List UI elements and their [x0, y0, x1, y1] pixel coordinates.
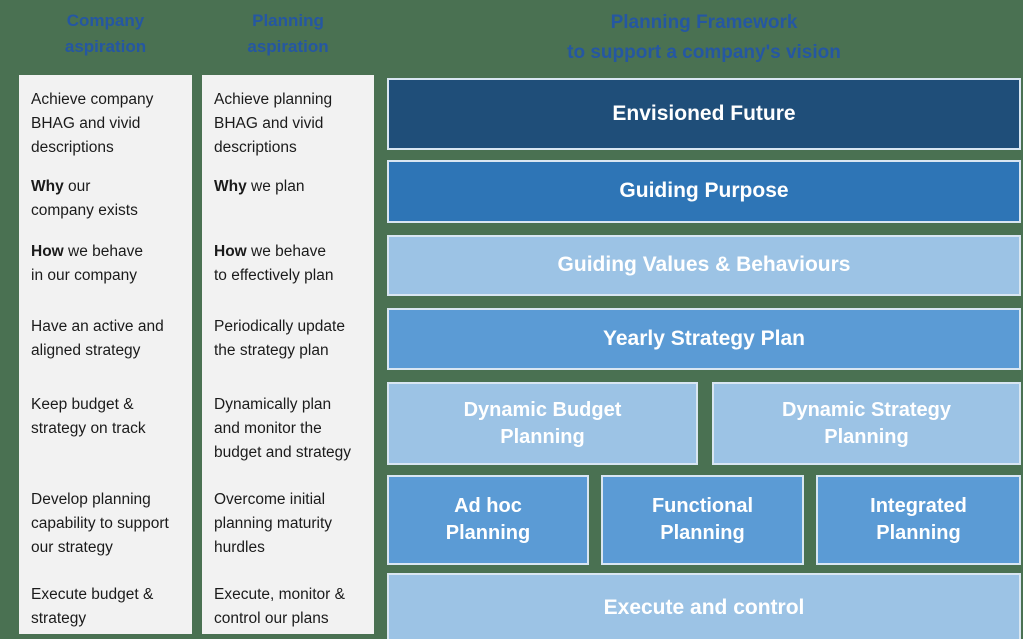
framework-box-execute-and-control: Execute and control — [387, 573, 1021, 639]
aspiration-item: Keep budget & strategy on track — [31, 396, 146, 437]
framework-box-functional-planning: Functional Planning — [601, 475, 804, 565]
planning-framework-heading: Planning Framework to support a company'… — [567, 12, 841, 64]
aspiration-item: Achieve planning BHAG and vivid descript… — [214, 91, 333, 156]
framework-box-dynamic-strategy-planning: Dynamic Strategy Planning — [712, 382, 1021, 465]
aspiration-item: Achieve company BHAG and vivid descripti… — [31, 91, 154, 156]
planning-aspiration-column: Achieve planning BHAG and vivid descript… — [202, 75, 374, 634]
item-emphasis: Why — [31, 178, 64, 195]
aspiration-item: Why we plan — [214, 178, 305, 195]
company-aspiration-column: Achieve company BHAG and vivid descripti… — [19, 75, 192, 634]
framework-box-guiding-values-behaviours: Guiding Values & Behaviours — [387, 235, 1021, 296]
aspiration-item: Execute, monitor & control our plans — [214, 586, 345, 627]
planning-aspiration-heading: Planning aspiration — [247, 11, 329, 57]
framework-box-ad-hoc-planning: Ad hoc Planning — [387, 475, 589, 565]
item-emphasis: Why — [214, 178, 247, 195]
aspiration-item: Execute budget & strategy — [31, 586, 154, 627]
item-emphasis: How — [31, 243, 64, 260]
aspiration-item: Dynamically plan and monitor the budget … — [214, 396, 352, 461]
aspiration-item: Have an active and aligned strategy — [31, 318, 164, 359]
framework-box-dynamic-budget-planning: Dynamic Budget Planning — [387, 382, 698, 465]
framework-box-integrated-planning: Integrated Planning — [816, 475, 1021, 565]
framework-box-guiding-purpose: Guiding Purpose — [387, 160, 1021, 223]
aspiration-item: Periodically update the strategy plan — [214, 318, 345, 359]
aspiration-item: Develop planning capability to support o… — [31, 491, 169, 556]
aspiration-item: Overcome initial planning maturity hurdl… — [214, 491, 333, 556]
aspiration-item: Why our company exists — [31, 178, 138, 219]
framework-box-envisioned-future: Envisioned Future — [387, 78, 1021, 150]
company-aspiration-heading: Company aspiration — [64, 11, 147, 57]
aspiration-item: How we behave to effectively plan — [214, 243, 334, 284]
aspiration-item: How we behave in our company — [31, 243, 143, 284]
framework-box-yearly-strategy-plan: Yearly Strategy Plan — [387, 308, 1021, 370]
item-emphasis: How — [214, 243, 247, 260]
